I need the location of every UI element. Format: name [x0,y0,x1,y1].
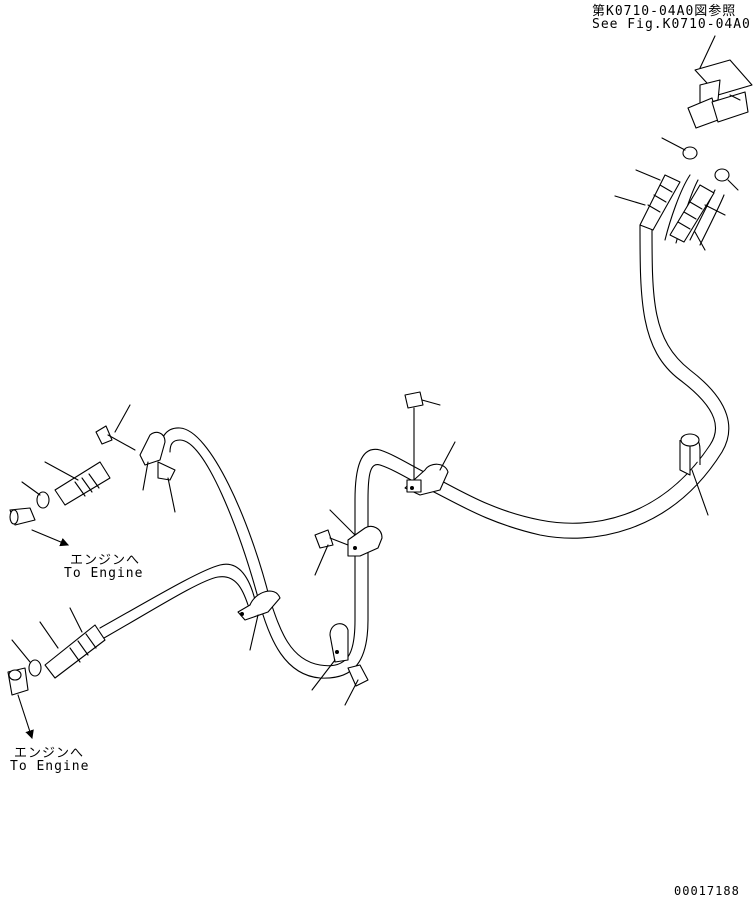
reference-japanese-label: 第K0710-04A0図参照 [592,4,737,19]
drawing-number: 00017188 [674,884,740,898]
bolt-center-mid [314,529,349,549]
bolt-center-low [347,664,369,687]
bolt-left-upper [95,425,136,451]
leader-lines [11,35,741,706]
direction-arrows [17,529,70,740]
clamp-center-top [404,463,449,496]
nipple-lower-left [7,667,29,696]
clamp-right [679,433,701,476]
clamp-center-low [329,623,349,663]
hose-clip-lower-left [28,659,42,677]
reference-english-label: See Fig.K0710-04A0 [592,17,751,32]
destination-upper-english-label: To Engine [64,566,144,581]
clamp-left-mid [237,590,281,621]
sleeve-upper-left [54,461,111,506]
destination-lower-japanese-label: エンジンへ [14,746,85,761]
bracket-upper-right [687,59,753,129]
destination-upper-japanese-label: エンジンへ [70,553,141,568]
main-hose [159,224,730,679]
destination-lower-english-label: To Engine [10,759,90,774]
hose-clip-upper-left [36,491,50,509]
clip-upper-right-a [682,146,698,160]
clip-upper-right-b [714,168,730,182]
nipple-upper-left [9,507,36,526]
sleeve-lower-left [44,624,106,679]
sleeve-upper-right-a [639,174,681,231]
clamp-left-upper [139,431,176,481]
sleeve-upper-right-b [669,184,715,243]
bolt-center-top [404,391,424,481]
lower-hose [99,563,256,639]
clamp-center-mid [347,525,383,557]
